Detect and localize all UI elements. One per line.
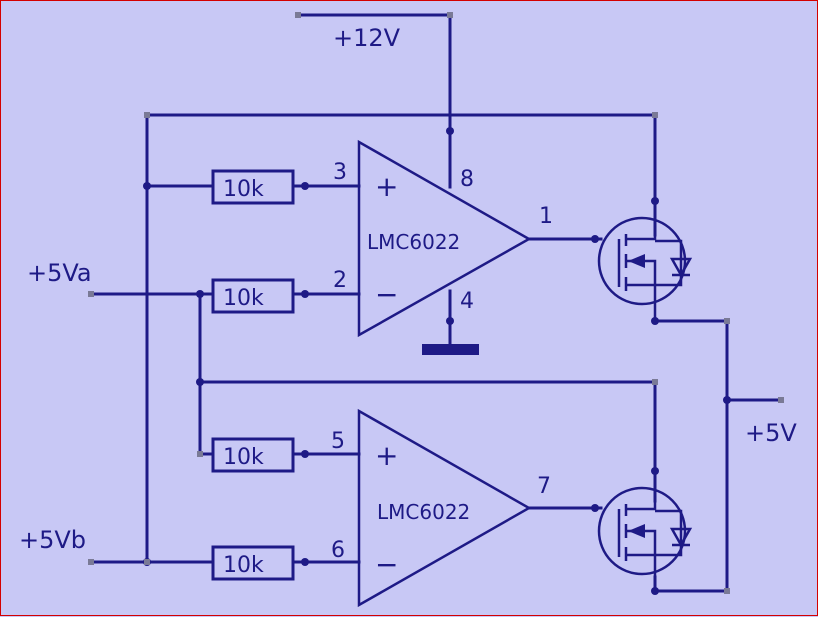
wire-endpoints	[88, 12, 784, 594]
out-label: +5V	[745, 419, 797, 447]
opamp-1-pin-minus: 2	[333, 268, 347, 293]
mosfet-1	[597, 216, 693, 321]
opamp-1-pin-out: 1	[539, 204, 553, 229]
opamp-2-plus-sign: +	[375, 439, 398, 472]
opamp-2-pin-plus: 5	[331, 429, 345, 454]
vcc-label: +12V	[333, 24, 401, 52]
opamp-2-minus-sign: −	[375, 548, 398, 581]
opamp-2-body	[357, 408, 532, 608]
mosfet-2	[597, 486, 693, 577]
resistor-3-value: 10k	[223, 445, 264, 470]
opamp-1-minus-sign: −	[375, 278, 398, 311]
opamp-2-pin-out: 7	[537, 474, 551, 499]
in-a-label: +5Va	[27, 259, 92, 287]
in-b-label: +5Vb	[19, 526, 86, 554]
opamp-2-name: LMC6022	[377, 500, 470, 524]
opamp-1-plus-sign: +	[375, 170, 398, 203]
mosfet-source-wire	[653, 319, 729, 593]
opamp-1-name: LMC6022	[367, 230, 460, 254]
opamp-1-pin-gnd: 4	[460, 289, 474, 314]
opamp-1-pin-plus: 3	[333, 160, 347, 185]
resistor-4-value: 10k	[223, 553, 264, 578]
resistor-1-value: 10k	[223, 177, 264, 202]
resistor-4	[211, 545, 295, 581]
resistor-2	[211, 278, 295, 314]
resistor-2-value: 10k	[223, 286, 264, 311]
ground-symbol	[422, 344, 479, 355]
resistor-1	[211, 169, 295, 205]
opamp-2-pin-minus: 6	[331, 538, 345, 563]
opamp-1-pin-vcc: 8	[460, 167, 474, 192]
opamp-1-body	[357, 139, 532, 338]
